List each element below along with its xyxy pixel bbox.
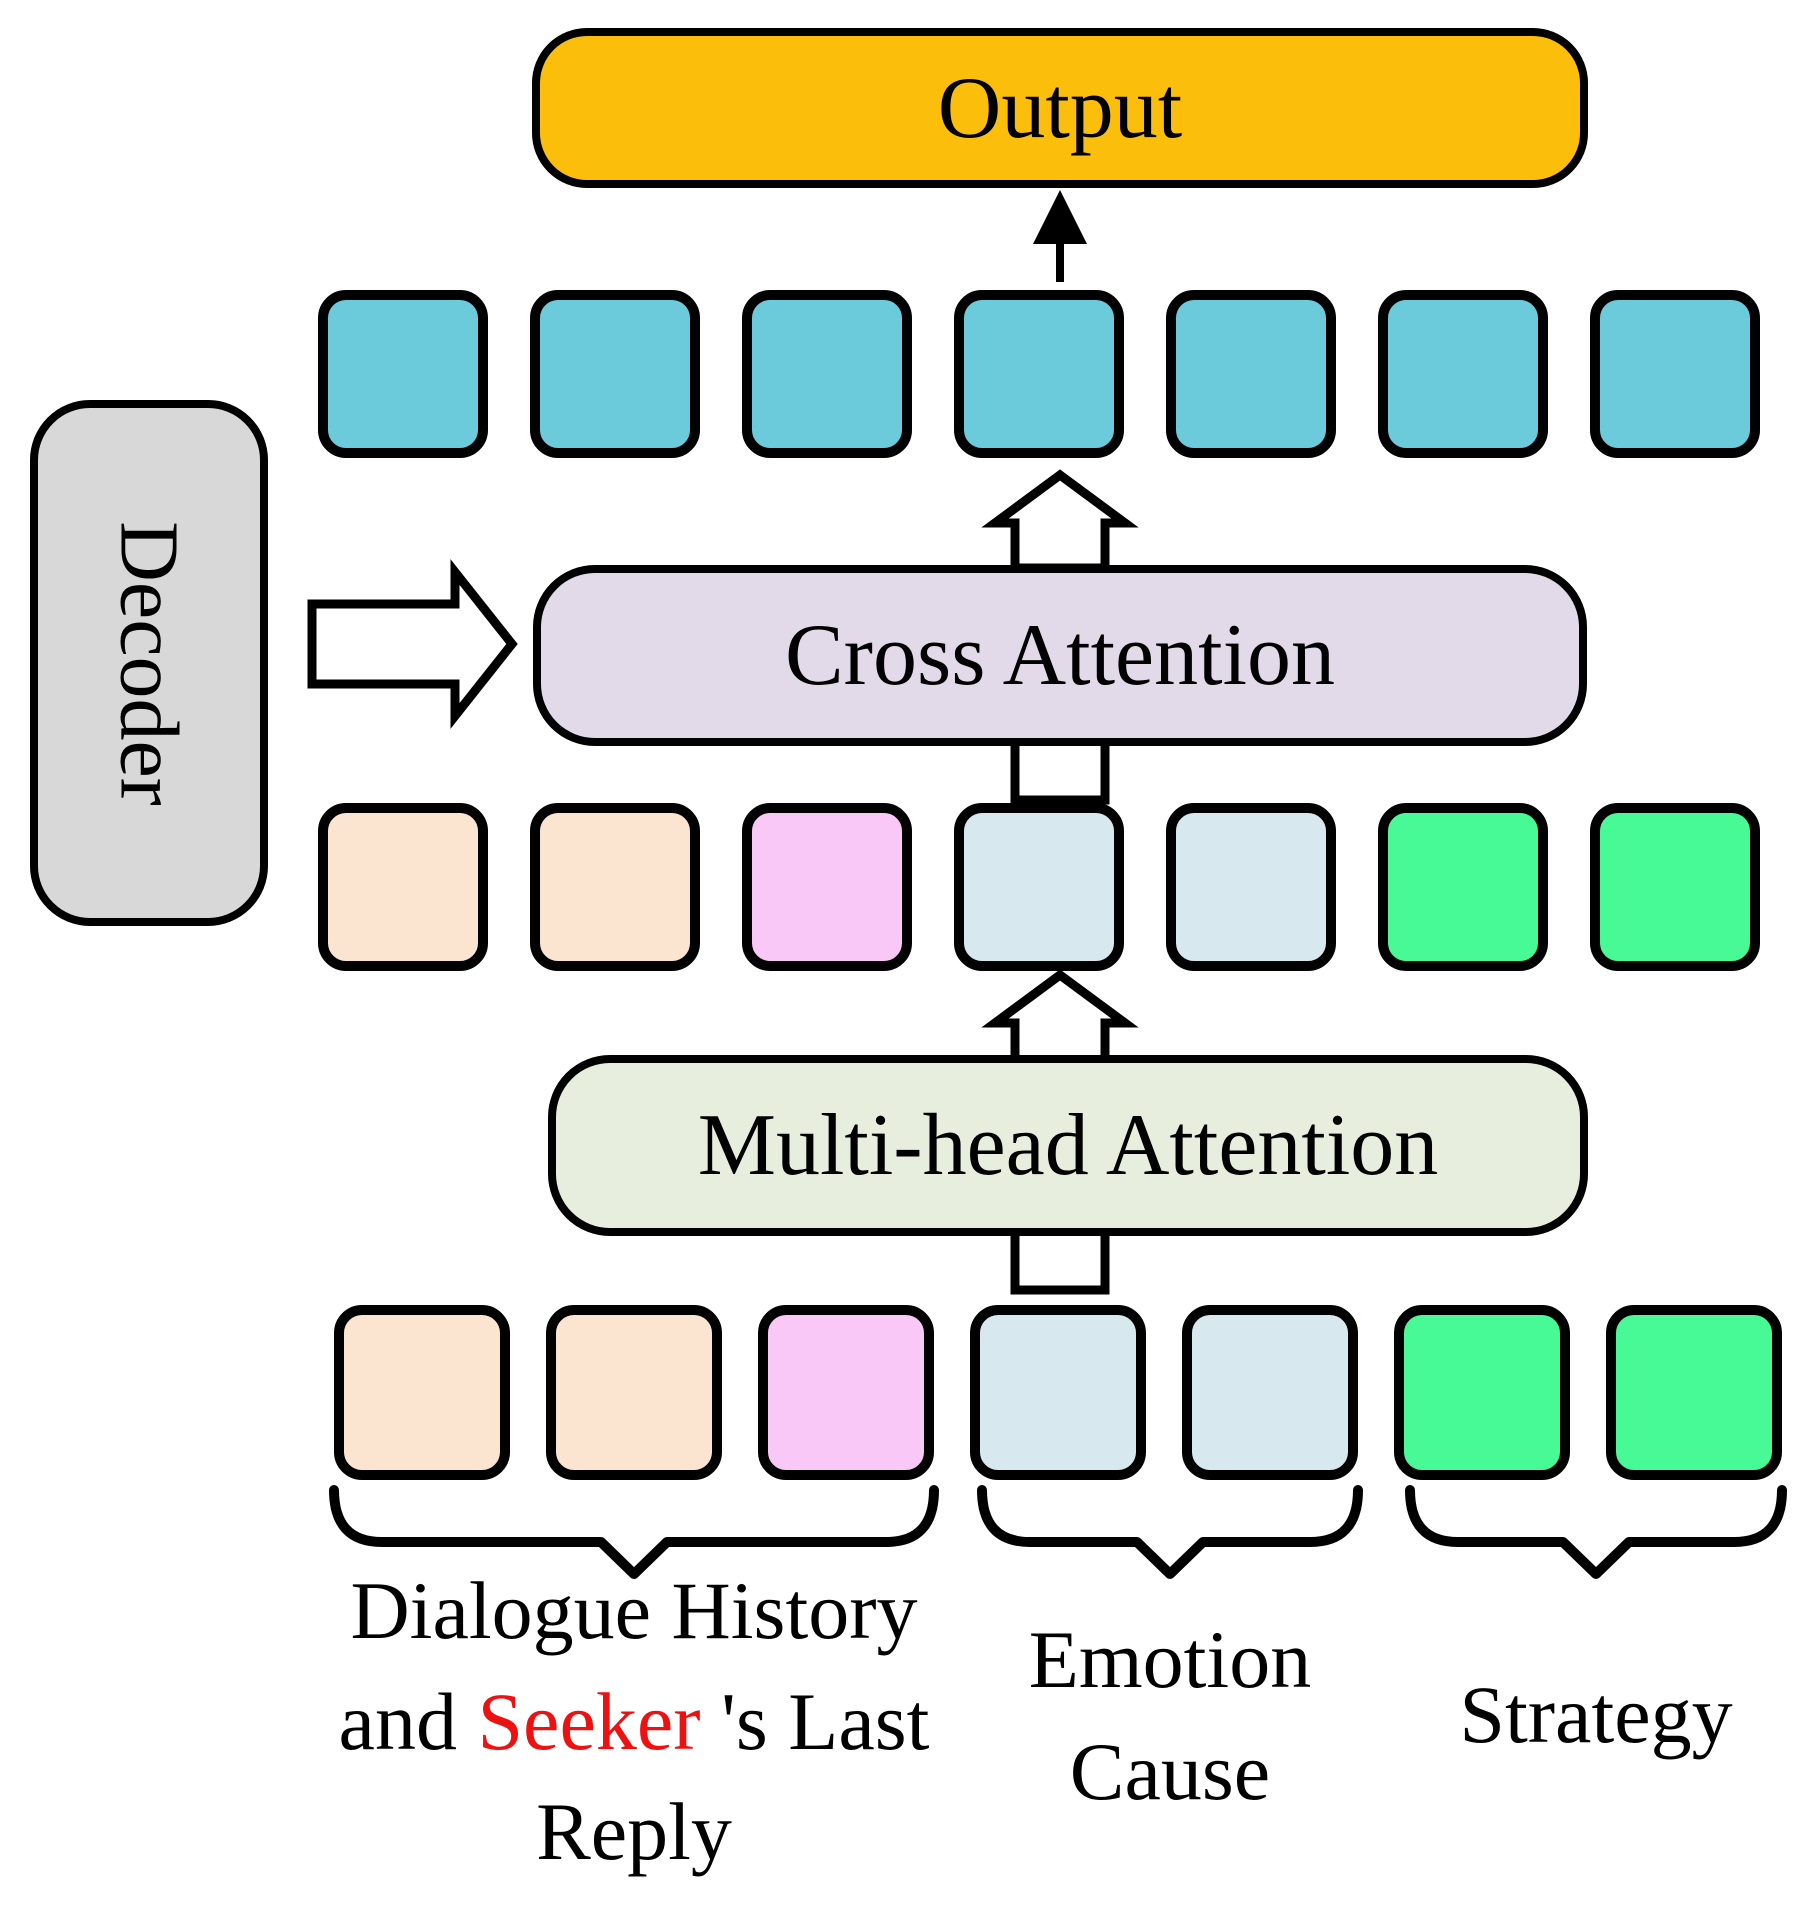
seeker-highlight: Seeker — [477, 1676, 701, 1767]
token-strategy — [1606, 1305, 1782, 1480]
token-strategy — [1378, 803, 1548, 971]
history-caption-line1: Dialogue History — [84, 1560, 1184, 1663]
history-caption-text3: Reply — [536, 1786, 732, 1877]
up-arrow-outline-cross-icon — [981, 469, 1139, 573]
decoder-output-token-row — [318, 290, 1760, 458]
multihead-attention-label: Multi-head Attention — [697, 1097, 1439, 1194]
token-output — [1166, 290, 1336, 458]
token-output — [1590, 290, 1760, 458]
token-reply — [758, 1305, 934, 1480]
token-reply — [742, 803, 912, 971]
token-history — [334, 1305, 510, 1480]
token-history — [546, 1305, 722, 1480]
token-cause — [954, 803, 1124, 971]
output-label: Output — [937, 59, 1183, 157]
history-caption-line2: and Seeker 's Last — [84, 1671, 1184, 1774]
attended-token-row — [318, 803, 1760, 971]
history-caption-suffix: 's Last — [700, 1676, 930, 1767]
history-caption-line3: Reply — [84, 1781, 1184, 1884]
right-arrow-outline-icon — [307, 559, 518, 729]
emotion-caption-text: Emotion — [1028, 1614, 1312, 1705]
strategy-caption-text: Strategy — [1459, 1669, 1733, 1760]
token-strategy — [1394, 1305, 1570, 1480]
up-stem-cross-icon — [1010, 744, 1110, 805]
token-output — [318, 290, 488, 458]
cross-attention-label: Cross Attention — [784, 607, 1336, 704]
token-strategy — [1590, 803, 1760, 971]
brace-strategy — [1405, 1485, 1787, 1579]
emotion-cause-caption-line1: Emotion — [920, 1609, 1420, 1712]
token-cause — [1166, 803, 1336, 971]
decoder-label: Decoder — [102, 520, 196, 806]
decoder-box: Decoder — [30, 400, 268, 926]
emotion-cause-caption-line2: Cause — [920, 1721, 1420, 1824]
token-cause — [970, 1305, 1146, 1480]
token-output — [742, 290, 912, 458]
up-arrow-outline-multihead-icon — [981, 969, 1139, 1065]
strategy-caption: Strategy — [1346, 1664, 1817, 1767]
token-output — [954, 290, 1124, 458]
token-history — [318, 803, 488, 971]
up-arrow-solid-icon — [1033, 190, 1087, 282]
cause-caption-text: Cause — [1069, 1726, 1271, 1817]
token-output — [530, 290, 700, 458]
cross-attention-box: Cross Attention — [533, 565, 1587, 746]
output-box: Output — [532, 28, 1588, 188]
token-output — [1378, 290, 1548, 458]
input-token-row — [334, 1305, 1782, 1480]
token-cause — [1182, 1305, 1358, 1480]
history-caption-text1: Dialogue History — [350, 1565, 918, 1656]
history-caption-prefix: and — [338, 1676, 478, 1767]
multihead-attention-box: Multi-head Attention — [548, 1055, 1588, 1236]
token-history — [530, 803, 700, 971]
up-stem-multihead-icon — [1010, 1234, 1110, 1295]
